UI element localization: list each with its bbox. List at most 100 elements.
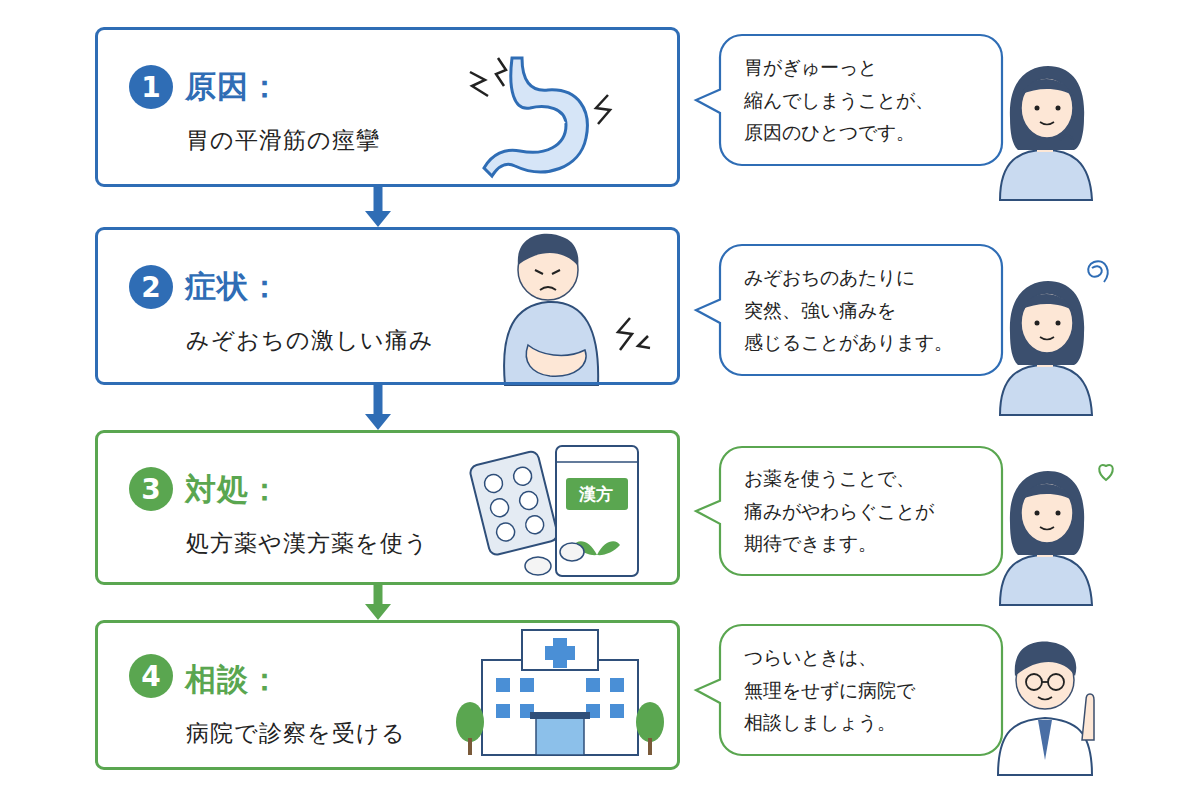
art-shape [512,465,534,487]
art-shape [610,678,624,692]
art-shape [469,450,559,556]
art-shape [468,738,472,755]
number-circle-fill [129,65,173,109]
arrow-shaft [374,585,383,604]
art-shape [998,718,1092,775]
art-shape [610,704,624,718]
speech-text: お薬を使うことで、 痛みがやわらぐことが 期待できます。 [744,462,976,560]
person-pain-illustration [504,234,650,385]
art-shape [489,497,511,519]
art-shape [496,58,506,86]
callout-number: 2 [128,264,174,310]
art-shape [540,287,556,290]
art-shape [638,336,650,348]
speech-text: みぞおちのあたりに 突然、強い痛みを 感じることがあります。 [744,261,976,359]
step-heading: 原因： [185,66,281,108]
number-circle-fill [129,265,173,309]
art-shape [496,678,510,692]
art-shape [1088,261,1107,282]
speech-bubble-outline [696,625,1002,755]
art-shape [1015,642,1077,676]
people-illustration [998,66,1113,775]
speech-bubble: つらいときは、 無理をせずに病院で 相談しましょう。 [720,625,1002,755]
art-shape [1060,136,1073,146]
art-shape [1082,694,1094,740]
arrow-head [365,211,391,227]
art-shape [1026,674,1042,690]
art-shape [636,702,664,742]
number-circle-fill [129,467,173,511]
art-shape [566,478,628,510]
flow-arrow [365,585,391,620]
callout-number: 3 [128,466,174,512]
art-shape [1000,66,1092,200]
art-shape [1038,697,1052,700]
art-shape [618,318,632,350]
step-description: 処方薬や漢方薬を使う [186,528,429,559]
art-shape [470,72,488,96]
speech-text: つらいときは、 無理をせずに病院で 相談しましょう。 [744,641,976,739]
art-shape [524,514,546,536]
medicine-illustration [469,446,638,576]
art-shape [536,718,584,755]
callout-number: 1 [128,64,174,110]
step-heading: 対処： [185,469,281,511]
art-shape [535,122,565,125]
art-shape [1048,674,1064,690]
art-shape [495,521,517,543]
art-shape [1042,681,1048,683]
art-shape [525,557,551,575]
arrow-head [365,604,391,620]
art-shape [496,704,510,718]
art-shape [522,630,598,670]
callout-number: 4 [128,653,174,699]
art-shape [456,702,484,742]
art-shape [1000,281,1092,415]
speech-text: 胃がぎゅーっと 縮んでしまうことが、 原因のひとつです。 [744,51,976,149]
arrow-shaft [374,385,383,414]
speech-bubble-outline [696,245,1002,375]
step-description: 胃の平滑筋の痙攣 [186,125,380,156]
package-label: 漢方 [579,483,613,506]
speech-bubble: みぞおちのあたりに 突然、強い痛みを 感じることがあります。 [720,245,1002,375]
art-shape [535,270,560,274]
art-shape [469,450,559,556]
art-shape [530,712,590,719]
flow-arrow [365,385,391,430]
step-box: 対処： 処方薬や漢方薬を使う 3 [95,430,680,585]
step-number-circle: 1 [128,64,174,110]
art-shape [526,345,586,376]
speech-bubble-outline [696,447,1002,575]
art-shape [556,446,638,576]
art-shape [520,678,534,692]
art-shape [484,58,587,176]
art-shape [1000,471,1092,605]
flow-arrow [365,187,391,227]
art-shape [556,461,638,463]
step-box: 原因： 胃の平滑筋の痙攣 1 [95,27,680,187]
art-shape [518,234,579,266]
art-shape [504,302,598,385]
step-description: 病院で診察を受ける [186,718,406,749]
art-shape [560,543,584,561]
art-shape [483,473,505,495]
step-heading: 症状： [185,266,281,308]
step-box: 相談： 病院で診察を受ける 4 [95,620,680,770]
speech-bubble: 胃がぎゅーっと 縮んでしまうことが、 原因のひとつです。 [720,35,1002,165]
art-shape [586,678,600,692]
art-shape [596,95,610,124]
speech-bubble: お薬を使うことで、 痛みがやわらぐことが 期待できます。 [720,447,1002,575]
art-shape [545,638,575,668]
art-shape [1038,720,1052,760]
step-heading: 相談： [185,659,281,701]
step-box: 症状：みぞおちの激しい痛み2 [95,227,680,385]
art-shape [518,490,540,512]
hospital-illustration [456,630,664,755]
art-shape [648,738,652,755]
art-shape [1099,465,1113,480]
art-shape [530,132,562,135]
arrow-head [365,414,391,430]
